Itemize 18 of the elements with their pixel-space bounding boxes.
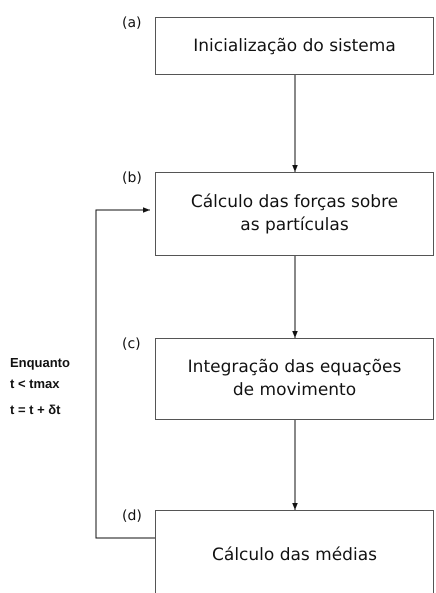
arrow bbox=[292, 420, 298, 510]
loop-note: Enquanto t < tmax bbox=[10, 354, 71, 393]
step-letter: (d) bbox=[122, 508, 142, 524]
step-letter: (c) bbox=[122, 336, 141, 352]
step-letter: (b) bbox=[122, 170, 142, 186]
step-text: Integração das equações de movimento bbox=[186, 356, 402, 402]
loop-note: t = t + δt bbox=[10, 401, 61, 419]
process-box bbox=[155, 338, 434, 420]
process-box bbox=[155, 172, 434, 256]
step-text: Inicialização do sistema bbox=[193, 34, 396, 58]
step-text: Cálculo das médias bbox=[212, 544, 377, 566]
arrow bbox=[292, 74, 298, 172]
process-box bbox=[155, 510, 434, 593]
arrow bbox=[292, 256, 298, 338]
arrow bbox=[96, 207, 156, 538]
process-box bbox=[155, 17, 434, 75]
step-letter: (a) bbox=[122, 15, 142, 31]
step-text: Cálculo das forças sobre as partículas bbox=[190, 191, 400, 237]
